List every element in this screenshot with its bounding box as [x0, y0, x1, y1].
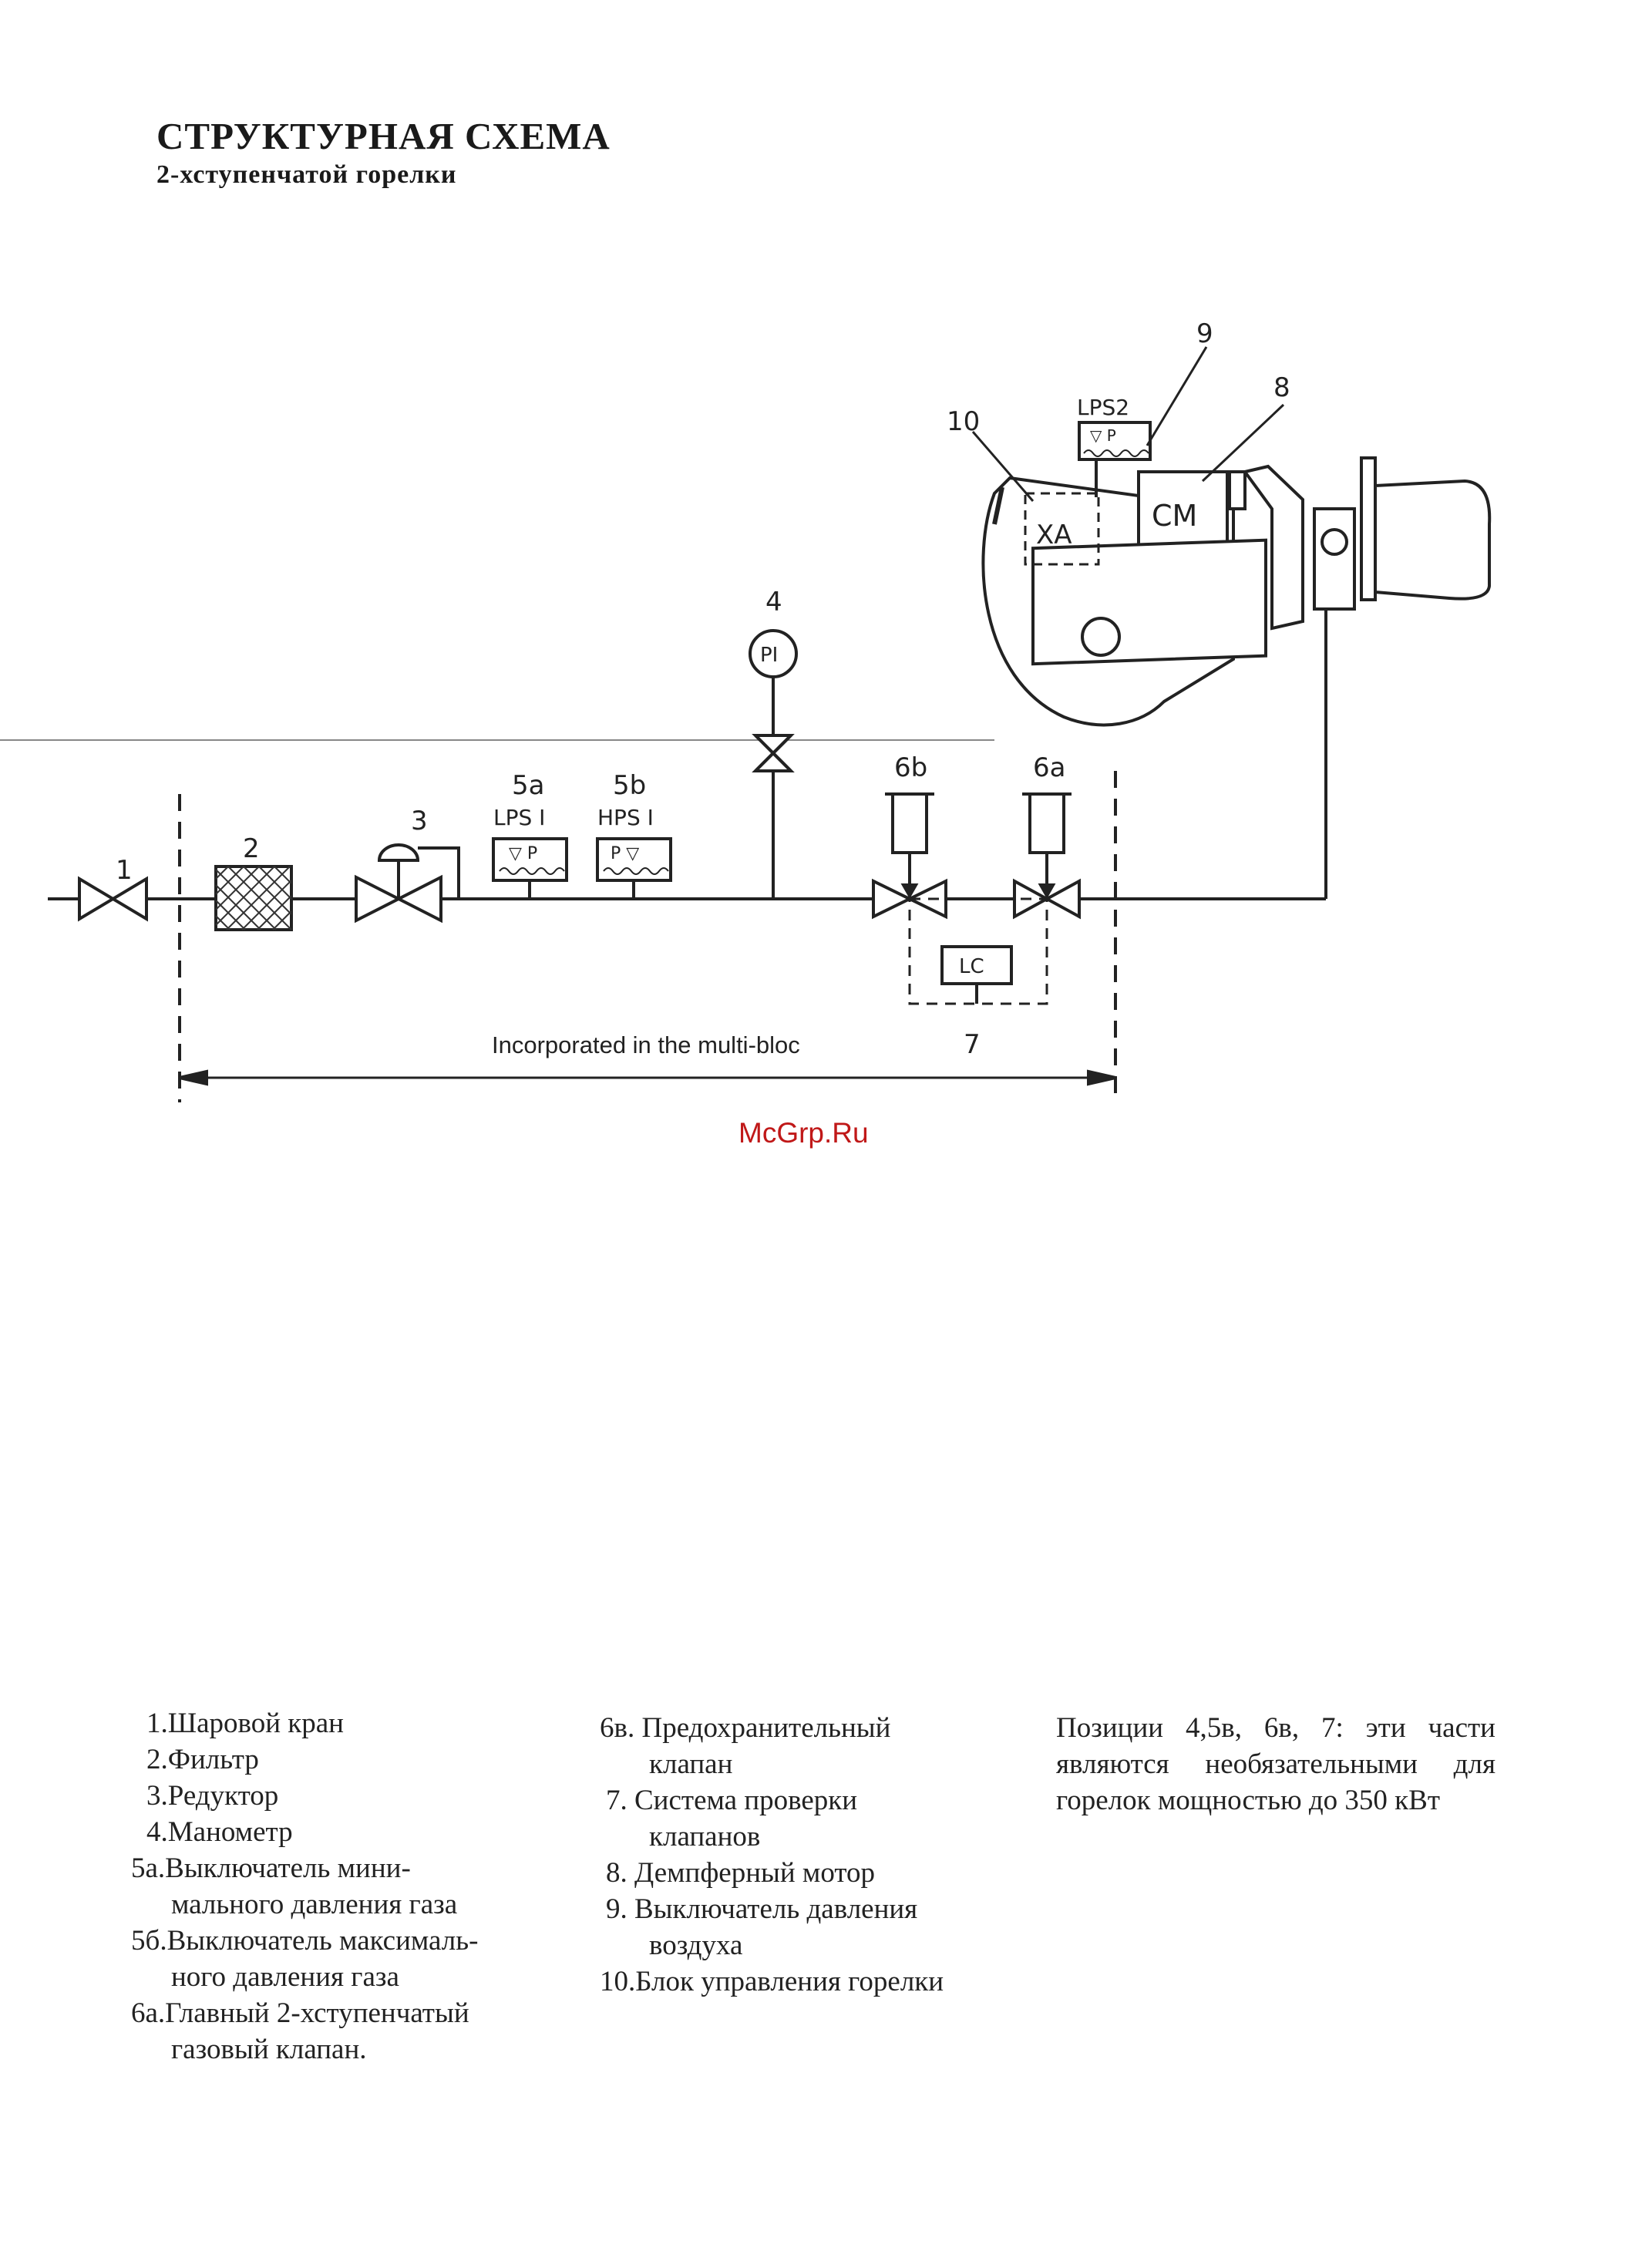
label-3: 3 [411, 806, 428, 836]
label-cm: CM [1152, 499, 1197, 533]
legend-item: 5a.Выключатель мини- [131, 1852, 411, 1884]
label-8: 8 [1273, 372, 1290, 403]
lps1-switch-icon [492, 837, 568, 899]
legend-item: 10.Блок управления горелки [600, 1966, 944, 1997]
page-subtitle: 2-хступенчатой горелки [156, 160, 457, 189]
leader-10 [971, 431, 1035, 502]
legend-item: ного давления газа [171, 1961, 399, 1993]
label-10: 10 [947, 406, 980, 437]
legend-column-1: 1.Шаровой кран 2.Фильтр 3.Редуктор 4.Ман… [131, 1705, 478, 2068]
switch-symbol-hps1: P ▽ [611, 844, 639, 863]
valve-proving-boundary [908, 897, 1048, 1005]
safety-valve-6b-icon [872, 792, 947, 920]
legend-item: 6a.Главный 2-хступенчатый [131, 1997, 469, 2029]
label-5a: 5a [512, 770, 544, 801]
label-lc: LC [959, 955, 984, 978]
legend-item: 2.Фильтр [146, 1744, 259, 1775]
label-1: 1 [116, 855, 133, 886]
filter-hatch [215, 866, 292, 930]
label-lps1: LPS I [493, 805, 545, 830]
hps1-switch-icon [596, 837, 672, 899]
legend-column-2: 6в. Предохранительный клапан 7. Система … [600, 1710, 944, 2000]
manometer-icon [749, 629, 798, 678]
label-5b: 5b [613, 770, 646, 801]
label-9: 9 [1196, 318, 1213, 349]
legend-item: мального давления газа [171, 1889, 458, 1920]
lps2-switch-icon [1078, 421, 1152, 497]
label-6a: 6a [1033, 752, 1065, 783]
legend-item: 1.Шаровой кран [146, 1708, 344, 1739]
legend-item: клапанов [649, 1821, 761, 1852]
legend-item: 3.Редуктор [146, 1780, 279, 1812]
label-pi: PI [760, 644, 778, 667]
watermark: McGrp.Ru [738, 1117, 869, 1149]
leader-9 [1146, 346, 1208, 446]
label-7: 7 [964, 1029, 981, 1060]
legend-item: 8. Демпферный мотор [606, 1857, 876, 1889]
label-2: 2 [243, 833, 260, 864]
pressure-regulator-icon [355, 843, 460, 924]
page-title: СТРУКТУРНАЯ СХЕМА [156, 115, 611, 157]
switch-symbol-lps1: ▽ P [509, 844, 537, 863]
legend-item: газовый клапан. [171, 2034, 367, 2065]
label-4: 4 [765, 587, 782, 617]
incorporated-label: Incorporated in the multi-bloc [492, 1031, 800, 1058]
legend-item: клапан [649, 1748, 733, 1780]
label-xa: XA [1036, 520, 1072, 550]
ball-valve-icon [78, 876, 148, 922]
legend-item: 6в. Предохранительный [600, 1712, 891, 1744]
legend-item: 4.Манометр [146, 1816, 293, 1848]
legend-item: 9. Выключатель давления [606, 1893, 918, 1925]
optional-parts-note: Позиции 4,5в, 6в, 7: эти части являются … [1056, 1712, 1495, 1816]
burner-icon [981, 456, 1492, 727]
label-lps2: LPS2 [1077, 395, 1129, 420]
switch-symbol-lps2: ▽ P [1090, 426, 1116, 445]
label-hps1: HPS I [597, 805, 654, 830]
legend-item: 5б.Выключатель максималь- [131, 1925, 479, 1957]
legend-item: воздуха [649, 1930, 743, 1961]
legend-item: 7. Система проверки [606, 1785, 858, 1816]
leader-8 [1201, 403, 1285, 483]
label-6b: 6b [894, 752, 927, 783]
